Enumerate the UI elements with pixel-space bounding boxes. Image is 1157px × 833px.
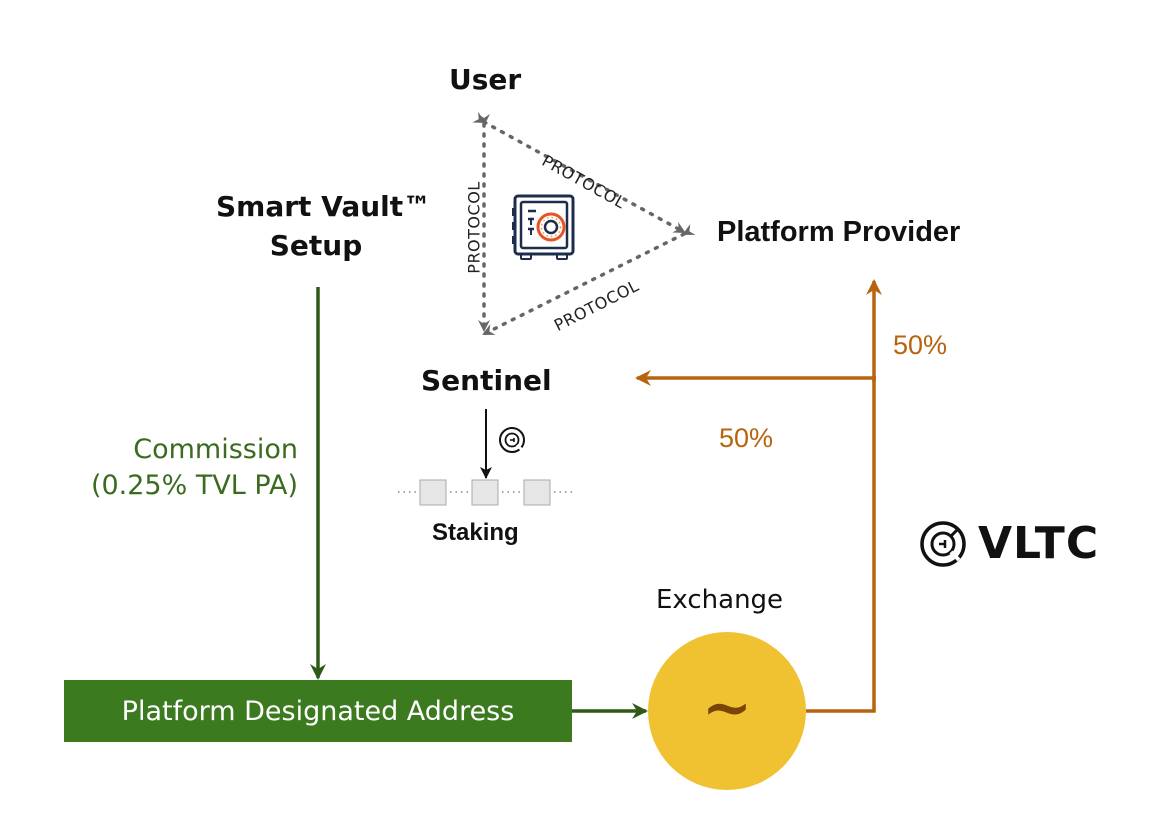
- safe-vault-icon: [512, 194, 575, 260]
- staking-block: [523, 479, 551, 506]
- protocol-label-left: PROTOCOL: [464, 181, 484, 274]
- commission-label-line2: (0.25% TVL PA): [90, 470, 298, 501]
- vltc-logo-text: VLTC: [978, 518, 1100, 569]
- staking-block: [471, 479, 499, 506]
- node-sentinel: Sentinel: [421, 364, 552, 397]
- split-sentinel-percent: 50%: [719, 423, 774, 453]
- exchange-label: Exchange: [656, 585, 784, 615]
- vltc-logo-icon: [920, 520, 966, 567]
- edge-user-provider: [472, 111, 686, 234]
- node-smart-vault-line1: Smart Vault™: [216, 190, 432, 223]
- exchange-to-split-line: [806, 380, 876, 713]
- platform-designated-address-label: Platform Designated Address: [121, 695, 515, 727]
- staking-chain: [398, 479, 574, 506]
- split-provider-percent: 50%: [893, 330, 948, 360]
- staking-block: [419, 479, 447, 506]
- node-staking: Staking: [432, 519, 519, 546]
- edge-provider-sentinel: [482, 224, 696, 336]
- node-smart-vault-line2: Setup: [269, 229, 363, 262]
- commission-label-line1: Commission: [133, 434, 298, 465]
- exchange-node: ~: [648, 632, 806, 790]
- node-user: User: [449, 63, 522, 96]
- split-arrows: [635, 279, 882, 713]
- commission-label: Commission (0.25% TVL PA): [40, 432, 298, 504]
- vltc-logo: VLTC: [918, 518, 1099, 569]
- protocol-triangle: [472, 111, 696, 336]
- platform-designated-address-box: Platform Designated Address: [64, 680, 572, 742]
- exchange-symbol: ~: [701, 673, 753, 743]
- vltc-coin-icon: [499, 427, 525, 453]
- node-platform-provider: Platform Provider: [717, 216, 961, 248]
